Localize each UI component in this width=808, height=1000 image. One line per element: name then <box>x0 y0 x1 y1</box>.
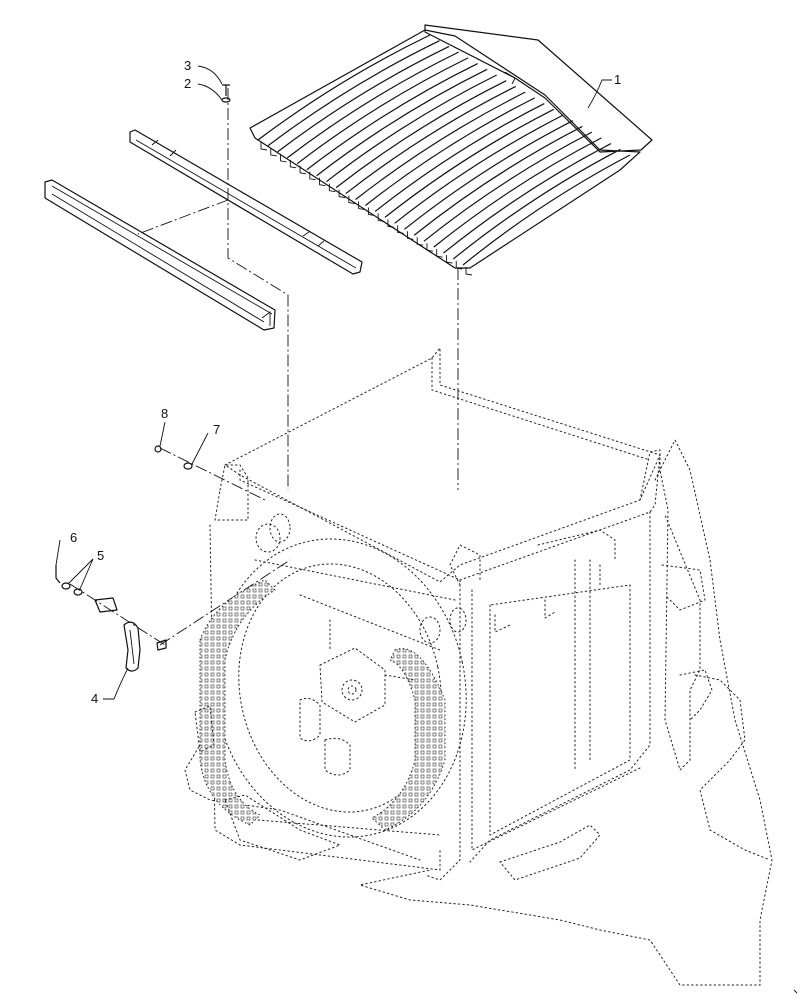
bolt-part-6[interactable] <box>55 565 61 584</box>
corner-mark <box>793 989 798 994</box>
grille-slat <box>257 34 431 141</box>
grille-slat <box>413 125 583 236</box>
grille-slats <box>257 34 631 276</box>
grille-slat-end <box>270 147 277 157</box>
grille-slat-end <box>338 189 346 199</box>
grille-slat <box>394 114 564 224</box>
grille-slat <box>355 91 526 200</box>
leader-lines <box>55 65 612 700</box>
strap-part-4[interactable] <box>123 621 141 672</box>
grille-slat <box>452 148 621 260</box>
grille-slat <box>423 131 593 242</box>
grille-slat-end <box>358 201 365 210</box>
grille-slat <box>325 74 497 183</box>
grille-slat <box>433 137 602 248</box>
grille-part-1[interactable] <box>249 24 653 276</box>
callout-8: 8 <box>161 406 168 421</box>
grille-slat <box>443 143 612 254</box>
grille-slat-end <box>426 243 434 252</box>
lower-rail[interactable] <box>44 179 276 331</box>
grille-slat <box>306 63 478 171</box>
radiator-frame <box>184 346 773 986</box>
callout-4: 4 <box>91 691 98 706</box>
grille-slat-end <box>260 142 268 151</box>
bolt-part-3[interactable] <box>222 84 230 96</box>
mesh-screen-right <box>371 648 446 831</box>
clip-hardware[interactable] <box>94 597 167 651</box>
callout-2: 2 <box>184 76 191 91</box>
grille-slat-end <box>377 213 385 222</box>
grille-slat <box>286 51 459 159</box>
washers-part-5[interactable] <box>61 582 83 596</box>
callout-6: 6 <box>70 530 77 545</box>
fan-hub <box>299 619 416 776</box>
grille-slat-end <box>465 267 473 276</box>
grille-slat-end <box>455 261 463 270</box>
grille-slat <box>374 103 545 212</box>
callout-3: 3 <box>184 58 191 73</box>
grille-slat <box>335 80 507 189</box>
grille-slat-end <box>406 231 414 240</box>
grille-slat-end <box>436 249 443 258</box>
grille-slat <box>316 68 488 177</box>
lower-hose-port <box>419 607 467 644</box>
callout-1: 1 <box>614 72 621 87</box>
callout-5: 5 <box>97 548 104 563</box>
grille-slat <box>296 57 469 165</box>
grille-slat <box>345 85 516 195</box>
upper-rail[interactable] <box>129 129 363 275</box>
nut-part-8[interactable] <box>154 445 162 453</box>
mesh-screen-left <box>199 579 276 826</box>
grille-slat <box>462 154 631 266</box>
callout-7: 7 <box>213 422 220 437</box>
grille-slat-end <box>299 165 307 175</box>
grille-slat <box>404 120 574 230</box>
callout-labels: 1 2 3 4 5 6 7 8 <box>70 58 621 706</box>
assembly-lines <box>69 88 459 646</box>
grille-slat-end <box>348 195 355 205</box>
grille-slat-end <box>416 237 424 246</box>
grille-slat-end <box>367 207 375 216</box>
upper-hose-port <box>255 513 291 553</box>
grille-slat-end <box>319 177 326 187</box>
grille-slat-end <box>328 183 336 193</box>
grille-slat <box>365 97 536 206</box>
grille-slat <box>267 40 440 147</box>
washer-part-2[interactable] <box>221 97 231 103</box>
grille-slat <box>277 45 450 153</box>
grille-slat-end <box>289 159 297 169</box>
grille-slat <box>384 108 555 218</box>
bottom-bracket <box>194 705 342 861</box>
grille-slat-end <box>309 171 316 181</box>
grille-slat-end <box>387 219 394 228</box>
washer-part-7[interactable] <box>183 462 193 470</box>
grille-slat-end <box>397 225 404 234</box>
grille-slat-end <box>446 255 453 264</box>
grille-slat-end <box>280 153 287 163</box>
